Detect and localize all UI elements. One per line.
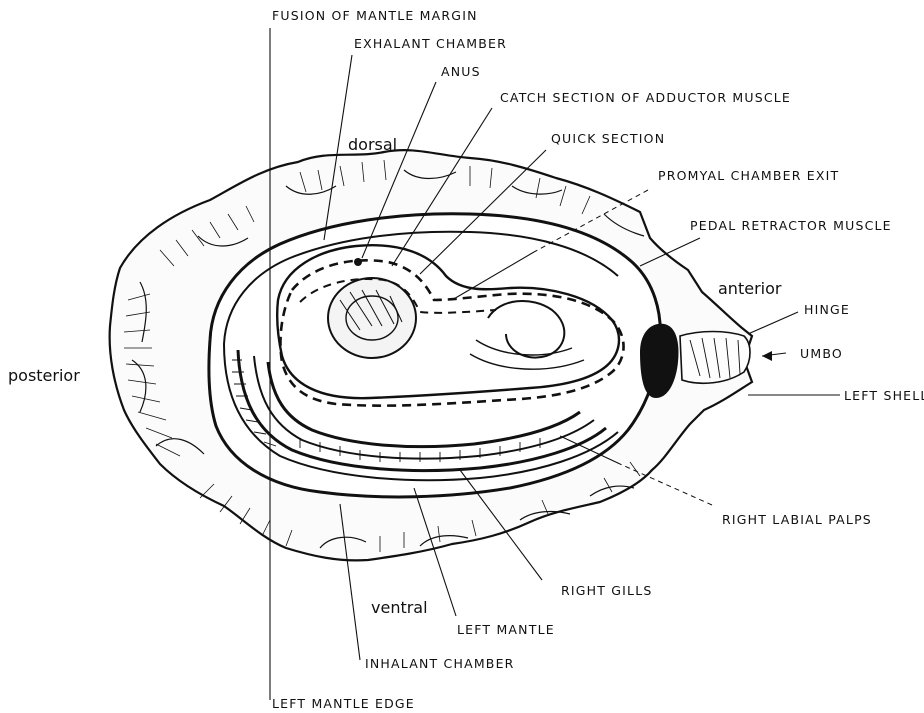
label-left-mantle: LEFT MANTLE <box>457 622 555 637</box>
leader-hinge <box>748 312 798 334</box>
label-right-labial-palps: RIGHT LABIAL PALPS <box>722 512 872 527</box>
label-umbo: UMBO <box>800 346 843 361</box>
oyster-illustration <box>110 150 752 560</box>
label-anterior: anterior <box>718 279 782 298</box>
label-left-mantle-edge: LEFT MANTLE EDGE <box>272 696 415 711</box>
label-anus: ANUS <box>441 64 481 79</box>
label-promyal-chamber-exit: PROMYAL CHAMBER EXIT <box>658 168 839 183</box>
label-posterior: posterior <box>8 366 80 385</box>
adductor-muscle <box>328 278 416 358</box>
label-left-shell: LEFT SHELL <box>844 388 924 403</box>
label-fusion-of-mantle-margin: FUSION OF MANTLE MARGIN <box>272 8 478 23</box>
label-right-gills: RIGHT GILLS <box>561 583 653 598</box>
label-quick-section: QUICK SECTION <box>551 131 665 146</box>
label-exhalant-chamber: EXHALANT CHAMBER <box>354 36 507 51</box>
umbo-shape <box>680 332 750 384</box>
label-ventral: ventral <box>371 598 428 617</box>
label-dorsal: dorsal <box>348 135 397 154</box>
label-hinge: HINGE <box>804 302 850 317</box>
label-catch-section: CATCH SECTION OF ADDUCTOR MUSCLE <box>500 90 791 105</box>
umbo-arrow <box>762 351 772 361</box>
anus-marker <box>354 258 362 266</box>
label-inhalant-chamber: INHALANT CHAMBER <box>365 656 515 671</box>
label-pedal-retractor-muscle: PEDAL RETRACTOR MUSCLE <box>690 218 892 233</box>
